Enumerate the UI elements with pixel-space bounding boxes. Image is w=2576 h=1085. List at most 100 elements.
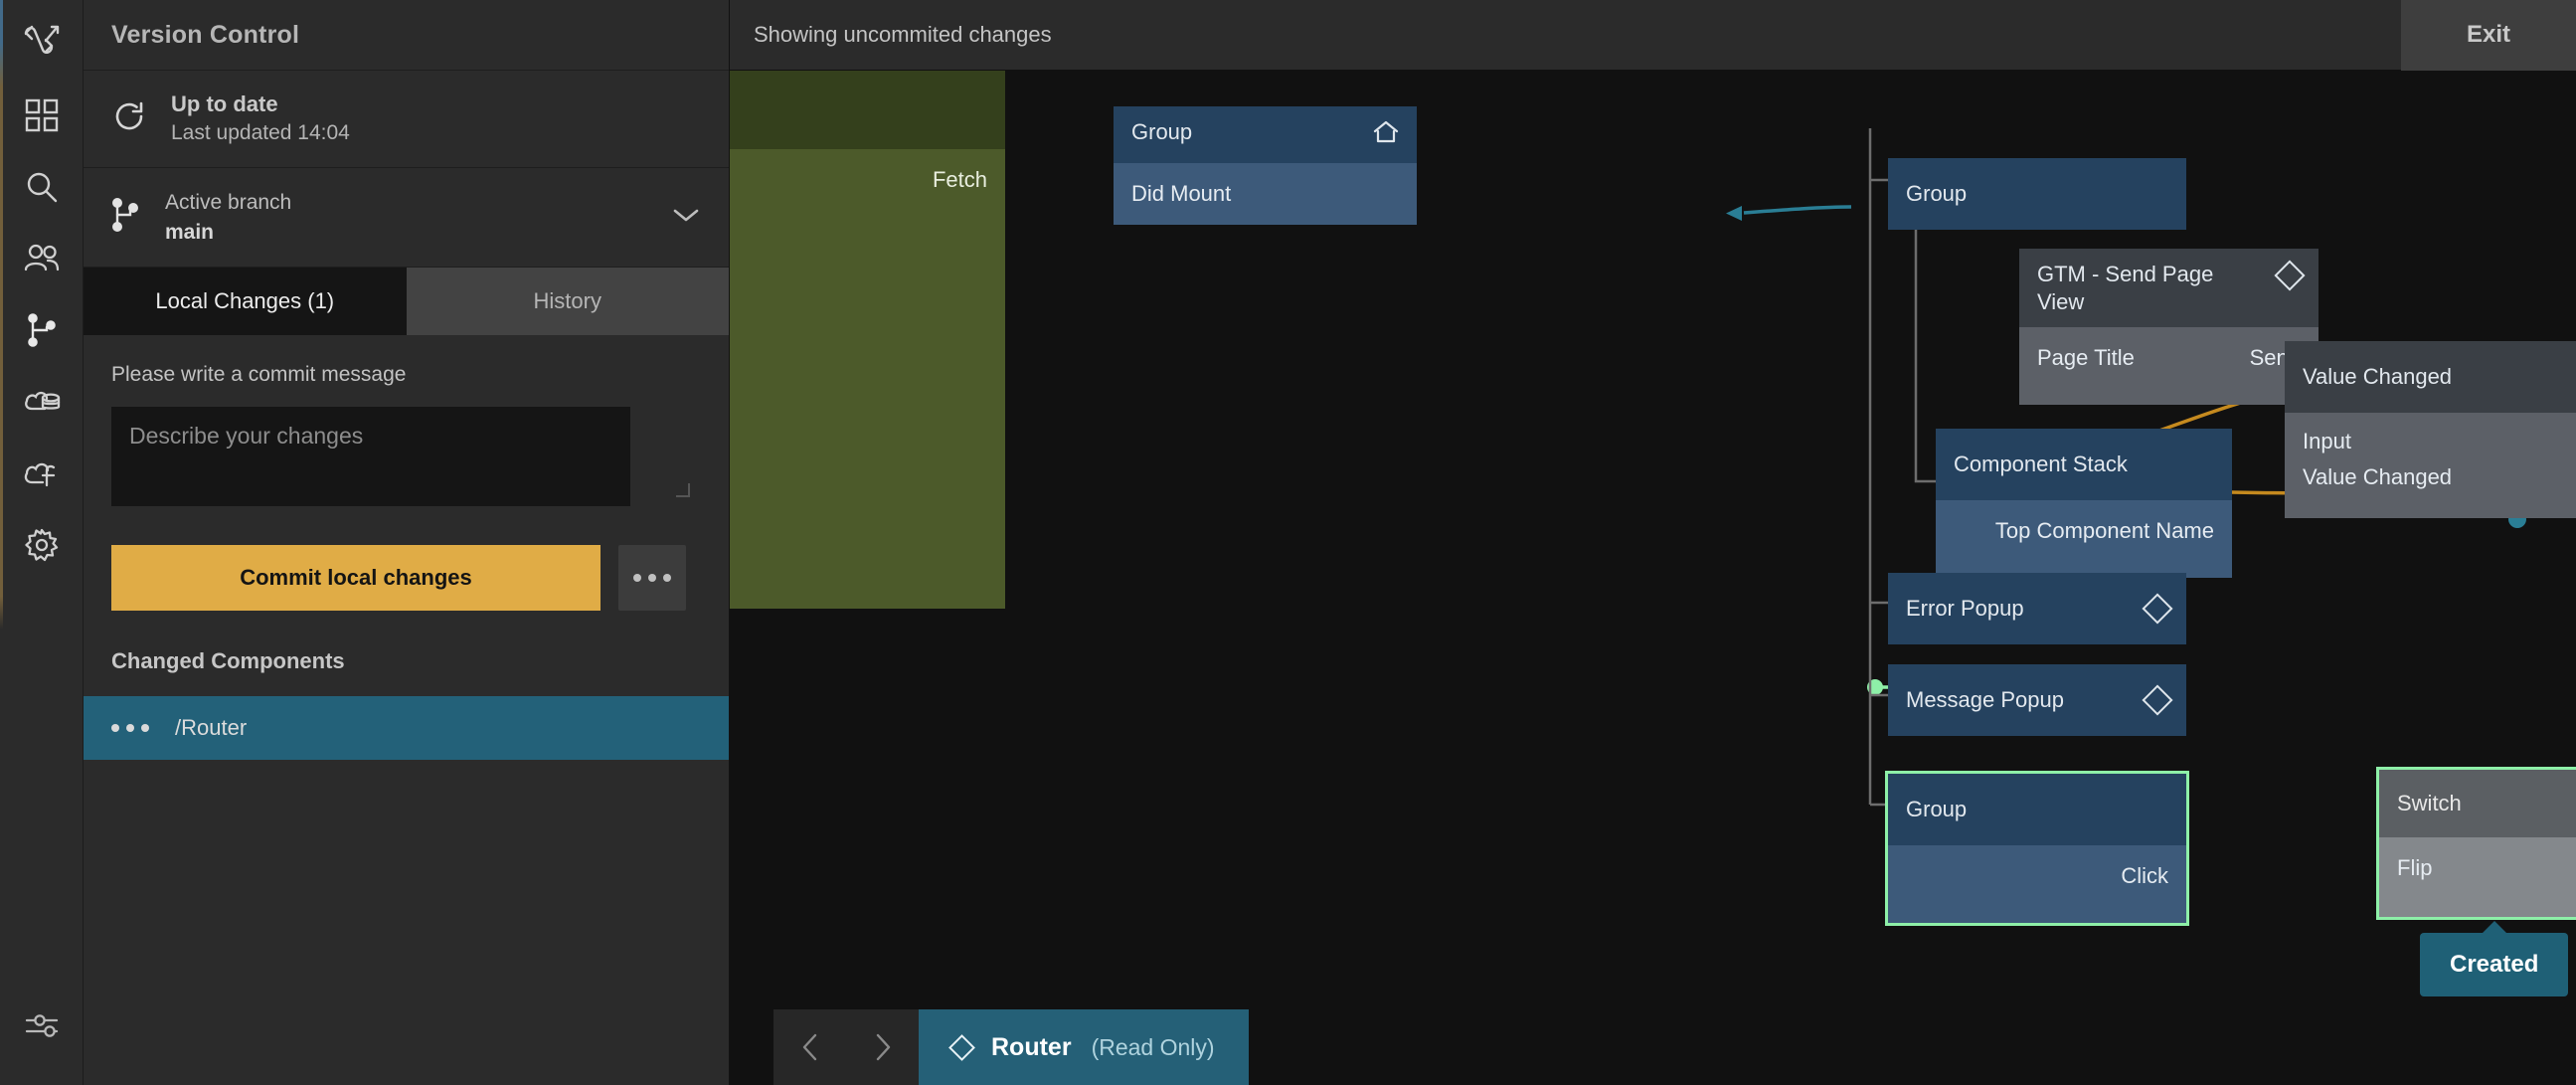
node-component-stack[interactable]: Component Stack Top Component Name xyxy=(1936,429,2232,578)
textarea-resize-grip[interactable] xyxy=(676,483,690,497)
port-top-component-name[interactable]: Top Component Name xyxy=(1936,500,2232,578)
node-title-text: Component Stack xyxy=(1954,452,2128,476)
breadcrumb[interactable]: Router (Read Only) xyxy=(919,1009,1249,1085)
port-version[interactable]: version xyxy=(730,306,1005,354)
tab-local-changes-label: Local Changes (1) xyxy=(155,288,335,313)
nav-back-button[interactable] xyxy=(787,1031,833,1063)
users-icon[interactable] xyxy=(0,223,84,294)
components-grid-icon[interactable] xyxy=(0,80,84,151)
node-message-popup[interactable]: Message Popup xyxy=(1888,664,2186,736)
nav-buttons xyxy=(773,1009,919,1085)
node-body: Fetch platformSupported platform version… xyxy=(730,149,1005,609)
node-title-row: Value Changed xyxy=(2285,341,2576,413)
node-body: Did Mount xyxy=(1114,162,1417,225)
node-title-row: Group xyxy=(1114,106,1417,163)
port-click[interactable]: Click xyxy=(1888,845,2186,923)
port-value-changed-out[interactable]: Value Changed xyxy=(2285,458,2576,504)
exit-button[interactable]: Exit xyxy=(2401,0,2576,71)
tooltip-created: Created xyxy=(2420,921,2569,996)
version-control-panel: Version Control Up to date Last updated … xyxy=(84,0,730,1085)
tab-history[interactable]: History xyxy=(406,268,729,335)
breadcrumb-readonly: (Read Only) xyxy=(1091,1033,1215,1060)
commit-actions: Commit local changes xyxy=(111,545,701,611)
node-gtm-send-page-view[interactable]: GTM - Send Page View Page Title Send xyxy=(2019,249,2318,405)
node-error-popup[interactable]: Error Popup xyxy=(1888,573,2186,644)
port-macUrl[interactable]: macUrl xyxy=(730,450,1005,497)
node-title-row: Component Stack xyxy=(1936,429,2232,500)
port-macM1Url[interactable]: macM1Url xyxy=(730,497,1005,545)
sliders-icon[interactable] xyxy=(0,990,84,1061)
node-title-row: Group xyxy=(1888,158,2186,230)
uncommitted-changes-message: Showing uncommited changes xyxy=(754,22,1052,47)
cloud-services-icon[interactable] xyxy=(0,366,84,438)
port-previousVersions[interactable]: previousVersions xyxy=(730,402,1005,450)
row-menu-icon[interactable] xyxy=(111,724,149,732)
port-platformSupported[interactable]: platformSupported xyxy=(730,211,1005,259)
diamond-icon xyxy=(948,1033,975,1061)
breadcrumb-name: Router xyxy=(991,1032,1072,1061)
port-url[interactable]: url xyxy=(730,354,1005,402)
rail-accent-strip xyxy=(0,0,3,1085)
port-label: Did Mount xyxy=(1131,180,1232,206)
active-branch-row[interactable]: Active branch main xyxy=(84,168,729,268)
port-page-title: Page Title xyxy=(2037,345,2135,370)
dot-icon xyxy=(663,574,671,582)
commit-section: Please write a commit message Commit loc… xyxy=(84,335,729,611)
branch-icon xyxy=(111,197,141,238)
node-title-row: Error Popup xyxy=(1888,573,2186,644)
commit-more-options-button[interactable] xyxy=(618,545,686,611)
tab-local-changes[interactable]: Local Changes (1) xyxy=(84,268,407,335)
page-title: Version Control xyxy=(84,0,729,71)
node-group-click[interactable]: Group Click xyxy=(1885,771,2189,926)
node-title-row: Get Noodl Download Links REST xyxy=(730,71,1005,149)
node-group-root[interactable]: Group Did Mount xyxy=(1114,106,1417,225)
port-label: Input xyxy=(2303,428,2351,453)
port-row-page-title-send[interactable]: Page Title Send xyxy=(2019,327,2318,405)
noodl-logo-icon[interactable] xyxy=(0,0,84,80)
port-label: Fetch xyxy=(932,167,987,192)
gear-icon[interactable] xyxy=(0,509,84,581)
node-switch[interactable]: Switch Flip xyxy=(2376,767,2576,920)
port-input[interactable]: Input xyxy=(2285,413,2576,458)
node-graph-canvas[interactable]: Get Noodl Download Links REST Fetch plat… xyxy=(730,71,2576,1085)
search-icon[interactable] xyxy=(0,151,84,223)
node-body: Page Title Send xyxy=(2019,327,2318,405)
node-title-text: Message Popup xyxy=(1906,687,2064,712)
node-title-row: GTM - Send Page View xyxy=(2019,249,2318,327)
vc-tabs: Local Changes (1) History xyxy=(84,268,729,335)
bottom-bar: Router (Read Only) xyxy=(730,1009,2576,1085)
top-bar: Showing uncommited changes Exit xyxy=(730,0,2576,71)
cloud-functions-icon[interactable] xyxy=(0,438,84,509)
port-platform[interactable]: platform xyxy=(730,259,1005,306)
dot-icon xyxy=(111,724,119,732)
node-body: Top Component Name xyxy=(1936,499,2232,578)
port-flip[interactable]: Flip xyxy=(2379,837,2576,917)
port-did-mount[interactable]: Did Mount xyxy=(1114,163,1417,225)
branch-value: main xyxy=(165,220,215,244)
sync-status-row[interactable]: Up to date Last updated 14:04 xyxy=(84,71,729,168)
port-fetch[interactable]: Fetch xyxy=(730,149,1005,211)
node-title-text: Group xyxy=(1906,181,1968,206)
port-label: Top Component Name xyxy=(1994,517,2214,543)
node-title-row: Switch xyxy=(2379,770,2576,837)
node-rest-get-noodl-download-links[interactable]: Get Noodl Download Links REST Fetch plat… xyxy=(730,71,1005,609)
version-control-branch-icon[interactable] xyxy=(0,294,84,366)
node-value-changed[interactable]: Value Changed Input Value Changed xyxy=(2285,341,2576,518)
node-title-text: Group xyxy=(1131,119,1193,144)
node-title-row: Message Popup xyxy=(1888,664,2186,736)
node-title-text: Value Changed xyxy=(2303,364,2453,389)
tooltip-text: Created xyxy=(2450,951,2539,978)
port-label: Flip xyxy=(2397,854,2433,880)
sync-subline: Last updated 14:04 xyxy=(171,121,350,145)
chevron-down-icon[interactable] xyxy=(671,205,701,230)
port-winUrl[interactable]: winUrl xyxy=(730,545,1005,593)
node-title-text: GTM - Send Page View xyxy=(2037,262,2214,314)
refresh-icon[interactable] xyxy=(111,98,147,139)
commit-message-input[interactable] xyxy=(111,407,630,506)
commit-button[interactable]: Commit local changes xyxy=(111,545,601,611)
nav-forward-button[interactable] xyxy=(860,1031,906,1063)
node-group-2[interactable]: Group xyxy=(1888,158,2186,230)
connection-edges xyxy=(1726,205,2576,695)
changed-component-row-router[interactable]: /Router xyxy=(84,696,729,760)
node-body: Click xyxy=(1888,844,2186,923)
